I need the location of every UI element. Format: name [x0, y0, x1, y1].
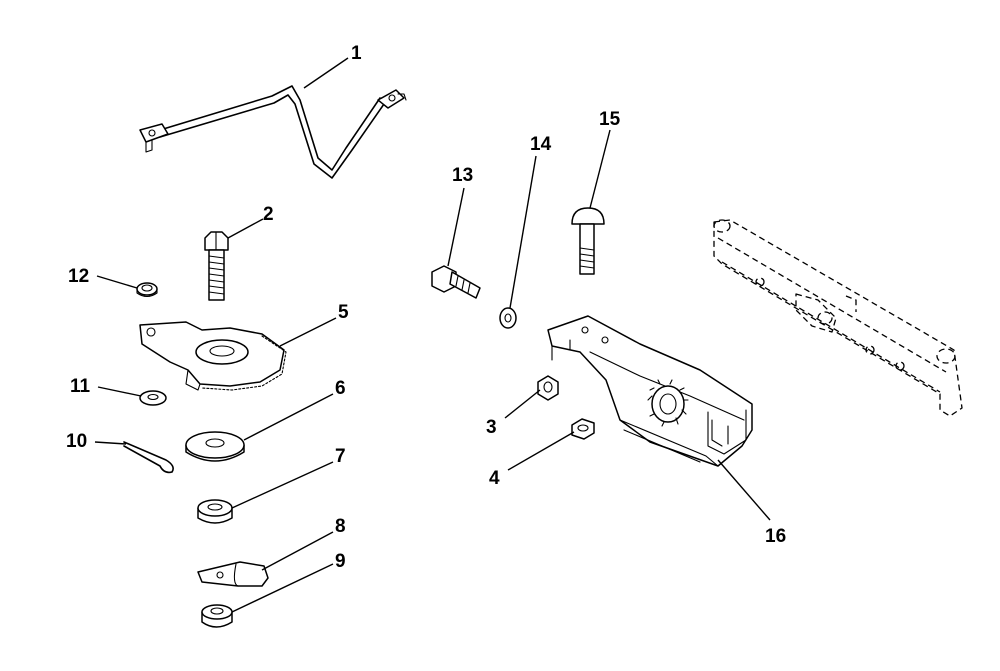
part-4-nut: [571, 418, 595, 440]
callout-4: 4: [489, 468, 500, 489]
part-14-washer: [499, 307, 517, 329]
leader-16: [717, 459, 771, 521]
part-3-nut: [537, 375, 559, 401]
part-11-washer: [139, 390, 167, 406]
callout-13: 13: [452, 165, 473, 186]
callout-1: 1: [351, 43, 362, 64]
callout-8: 8: [335, 516, 346, 537]
part-15-carriage-bolt: [571, 207, 605, 275]
leader-9: [231, 563, 334, 613]
part-5-gear-plate: [139, 321, 287, 391]
leader-8: [261, 531, 334, 571]
part-6-flat-washer: [185, 431, 245, 462]
leader-4: [507, 431, 575, 471]
leader-5: [279, 317, 337, 347]
leader-7: [231, 461, 334, 509]
callout-5: 5: [338, 302, 349, 323]
phantom-frame: [713, 219, 963, 417]
part-12-lock-washer: [136, 282, 158, 298]
leader-10: [94, 441, 127, 445]
part-8-clip: [197, 561, 269, 587]
part-2-bolt: [204, 231, 229, 301]
callout-12: 12: [68, 266, 89, 287]
part-13-hex-bolt: [431, 265, 481, 299]
callout-2: 2: [263, 204, 274, 225]
callout-9: 9: [335, 551, 346, 572]
callout-10: 10: [66, 431, 87, 452]
callouts: 1 2 3 4 5 6 7 8 9 10 11 12 13 14 15 16: [66, 43, 786, 572]
callout-3: 3: [486, 417, 497, 438]
callout-11: 11: [70, 376, 91, 397]
leader-14: [509, 155, 537, 309]
leader-15: [589, 129, 611, 209]
callout-15: 15: [599, 109, 621, 130]
leader-1: [303, 57, 349, 89]
part-7-bushing: [197, 499, 233, 524]
leader-11: [97, 386, 142, 397]
leader-3: [504, 389, 541, 419]
part-9-spacer: [201, 604, 233, 628]
part-10-cotter-pin: [123, 441, 174, 474]
callout-16: 16: [765, 526, 786, 547]
callout-6: 6: [335, 378, 346, 399]
part-16-bracket: [547, 315, 753, 467]
leader-12: [96, 275, 138, 289]
leader-lines: [94, 57, 771, 613]
leader-2: [227, 218, 264, 239]
callout-14: 14: [530, 134, 552, 155]
leader-6: [243, 393, 334, 441]
leader-13: [447, 187, 465, 267]
part-1-linkage-rod: [139, 85, 407, 179]
callout-7: 7: [335, 446, 346, 467]
